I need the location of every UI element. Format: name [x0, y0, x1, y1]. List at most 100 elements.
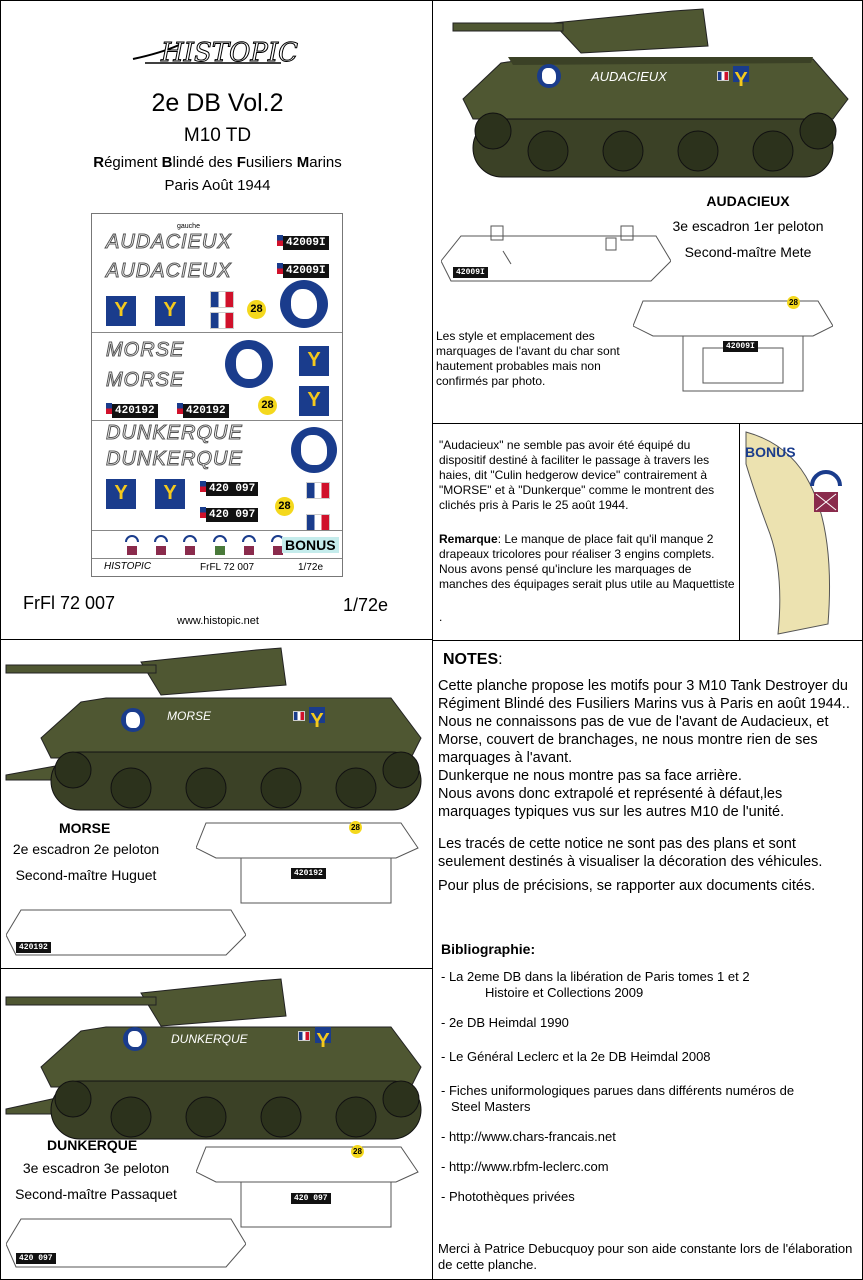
- tank-front-view-audacieux: [633, 300, 833, 392]
- notes-p6: Pour plus de précisions, se rapporter au…: [438, 878, 816, 894]
- sheet-anchor-emblem-4: [299, 386, 329, 416]
- reference-number: FrFl 72 007: [23, 593, 116, 613]
- sheet-anchor-emblem-3: [299, 346, 329, 376]
- sheet-anchor-emblem-6: [155, 479, 185, 509]
- bonus-label: BONUS: [745, 444, 796, 460]
- front-num-28: 28: [351, 1145, 364, 1158]
- tank-side-view-audacieux: AUDACIEUX: [452, 8, 849, 178]
- notes-p4: Nous avons donc extrapolé et représenté …: [438, 786, 785, 820]
- scale-label: 1/72e: [343, 595, 389, 615]
- sheet-plate-6: 420 097: [200, 504, 259, 522]
- front-plate: 420 097: [291, 1187, 331, 1205]
- sheet-gauche: gauche: [177, 223, 200, 230]
- bonus-panel: BONUS: [739, 423, 863, 641]
- sheet-lorraine-cross-1: [280, 280, 328, 328]
- biblio-item: Steel Masters: [451, 1099, 531, 1114]
- tank-lorraine-cross: [121, 708, 145, 732]
- website-link[interactable]: www.histopic.net: [177, 615, 259, 627]
- sheet-anchor-emblem-5: [106, 479, 136, 509]
- front-plate: 420192: [291, 862, 326, 880]
- sheet-footer-scale: 1/72e: [298, 562, 324, 573]
- regiment-word: arins: [309, 154, 342, 171]
- sheet-sleeve-badges: [122, 534, 322, 558]
- regiment-initial: R: [93, 154, 105, 171]
- notes-p1: Cette planche propose les motifs pour 3 …: [438, 678, 850, 712]
- sheet-flag-2: [210, 312, 234, 329]
- sheet-plate-3: 420192: [106, 400, 158, 418]
- biblio-item: Histoire et Collections 2009: [485, 985, 644, 1000]
- page-title: 2e DB Vol.2: [151, 89, 284, 117]
- dunkerque-name: DUNKERQUE: [47, 1137, 138, 1153]
- regiment-initial: B: [161, 154, 173, 171]
- tank-lorraine-cross: [537, 64, 561, 88]
- audacieux-panel: AUDACIEUX AUDACIEUX 3e escadron 1er pelo…: [432, 0, 863, 424]
- sheet-name-dunkerque-2: DUNKERQUE: [106, 448, 243, 471]
- sheet-name-audacieux-1: AUDACIEUX: [106, 231, 232, 254]
- sheet-anchor-emblem-1: [106, 296, 136, 326]
- notes-title: NOTES:: [443, 651, 503, 668]
- sheet-name-morse-1: MORSE: [105, 339, 185, 362]
- notes-p5: Les tracés de cette notice ne sont pas d…: [438, 836, 823, 870]
- biblio-item: - La 2eme DB dans la libération de Paris…: [441, 969, 750, 984]
- tank-name-text: DUNKERQUE: [171, 1032, 249, 1046]
- biblio-item: - 2e DB Heimdal 1990: [441, 1015, 569, 1030]
- sheet-flag-4: [306, 514, 330, 531]
- sheet-num-28-1: 28: [247, 300, 266, 319]
- decal-sheet: gauche AUDACIEUX AUDACIEUX 42009I 42009I…: [91, 213, 343, 577]
- sheet-footer-logo: HISTOPIC: [104, 561, 152, 572]
- remark-label: Remarque: [439, 532, 498, 546]
- date-line: Paris Août 1944: [164, 177, 271, 194]
- sheet-plate-1: 42009I: [277, 232, 329, 250]
- audacieux-commander: Second-maître Mete: [684, 244, 812, 260]
- sheet-plate-4: 420192: [177, 400, 229, 418]
- sheet-flag-1: [210, 291, 234, 308]
- rear-plate: 42009I: [453, 261, 488, 279]
- sheet-num-28-2: 28: [258, 396, 277, 415]
- regiment-word: égiment: [104, 154, 162, 171]
- audacieux-name: AUDACIEUX: [706, 193, 790, 209]
- remarks-text-3: .: [439, 610, 443, 624]
- sheet-name-morse-2: MORSE: [105, 369, 185, 392]
- morse-commander: Second-maître Huguet: [15, 867, 157, 883]
- tank-lorraine-cross: [123, 1027, 147, 1051]
- biblio-item: - Photothèques privées: [441, 1189, 575, 1204]
- audacieux-note: Les style et emplacement des marquages d…: [436, 329, 620, 388]
- remarks-text-1: "Audacieux" ne semble pas avoir été équi…: [439, 438, 715, 512]
- sheet-bonus-label: BONUS: [282, 537, 339, 553]
- tank-name-text: MORSE: [167, 709, 212, 723]
- biblio-item: - Le Général Leclerc et la 2e DB Heimdal…: [441, 1049, 711, 1064]
- morse-unit: 2e escadron 2e peloton: [12, 841, 160, 857]
- regiment-initial: F: [236, 154, 246, 171]
- biblio-link-chars-francais[interactable]: - http://www.chars-francais.net: [441, 1129, 616, 1144]
- tank-flag: [717, 71, 729, 81]
- regiment-word: usiliers: [245, 154, 297, 171]
- sheet-lorraine-cross-2: [225, 340, 273, 388]
- notes-p2: Nous ne connaissons pas de vue de l'avan…: [438, 714, 829, 766]
- sheet-lorraine-cross-3: [291, 427, 337, 473]
- dunkerque-commander: Second-maître Passaquet: [15, 1186, 177, 1202]
- tank-rear-view-audacieux: [441, 225, 671, 282]
- sheet-footer-ref: FrFL 72 007: [200, 562, 255, 573]
- tank-name-text: AUDACIEUX: [590, 69, 668, 84]
- regiment-word: lindé des: [172, 154, 237, 171]
- tank-anchor-emblem: [315, 1027, 331, 1053]
- sheet-flag-3: [306, 482, 330, 499]
- dunkerque-unit: 3e escadron 3e peloton: [22, 1160, 170, 1176]
- sheet-num-28-3: 28: [275, 497, 294, 516]
- notes-panel: NOTES: Cette planche propose les motifs …: [432, 640, 863, 1280]
- tank-anchor-emblem: [733, 66, 749, 92]
- tank-rear-view-dunkerque: [6, 1218, 246, 1268]
- tank-side-view-morse: MORSE: [5, 647, 422, 811]
- morse-name: MORSE: [59, 820, 111, 836]
- remarks-text-2: Remarque: Le manque de place fait qu'il …: [439, 532, 735, 591]
- rear-plate: 420 097: [16, 1247, 56, 1265]
- sheet-plate-5: 420 097: [200, 478, 259, 496]
- tank-rear-view-morse: [6, 909, 246, 956]
- logo-text: HISTOPIC: [160, 38, 298, 68]
- rear-plate: 420192: [16, 936, 51, 954]
- bibliography-title: Bibliographie:: [441, 941, 536, 957]
- regiment-name: Régiment Blindé des Fusiliers Marins: [1, 153, 432, 172]
- bibliography-list: - La 2eme DB dans la libération de Paris…: [441, 969, 859, 1205]
- page-subtitle: M10 TD: [183, 125, 252, 146]
- biblio-link-rbfm-leclerc[interactable]: - http://www.rbfm-leclerc.com: [441, 1159, 609, 1174]
